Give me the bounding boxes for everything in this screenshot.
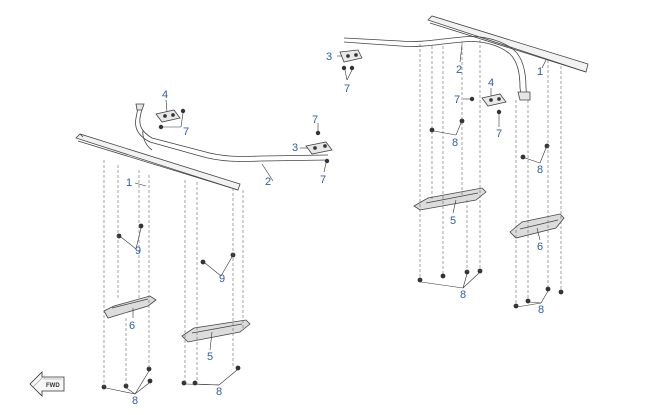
callout-6-left: 6 (129, 320, 135, 332)
forward-direction-arrow: FWD (29, 371, 65, 397)
callout-7-left-b: 7 (312, 114, 318, 126)
callout-8-left-b: 8 (216, 386, 222, 398)
bolt-part-9-left (116, 223, 236, 265)
callout-4-left: 4 (162, 89, 168, 101)
callout-8-right-c: 8 (460, 289, 466, 301)
callout-2-right: 2 (456, 64, 462, 76)
skid-plate-part-5-right (413, 187, 487, 211)
callout-9-left-b: 9 (219, 273, 225, 285)
bolt-part-7-right (341, 65, 502, 115)
skid-plate-part-6-right (509, 213, 565, 239)
callout-leader-lines (105, 44, 549, 395)
callout-7-right-c: 7 (496, 128, 502, 140)
callout-8-right-d: 8 (538, 304, 544, 316)
callout-5-right: 5 (450, 215, 456, 227)
callout-7-right-b: 7 (454, 94, 460, 106)
assembly-guide-lines-left (103, 160, 244, 387)
callout-6-right: 6 (537, 241, 543, 253)
skid-plate-part-6-left (103, 295, 157, 319)
callout-5-left: 5 (207, 351, 213, 363)
callout-1-left: 1 (126, 177, 132, 189)
callout-labels: 1 2 3 4 7 7 7 9 9 6 5 8 8 3 7 2 1 4 7 7 … (126, 51, 544, 407)
side-rail-part-1-left (75, 133, 241, 191)
callout-2-left: 2 (265, 176, 271, 188)
skid-plate-part-5-left (181, 319, 251, 343)
bracket-part-4-right (481, 93, 507, 107)
callout-8-left-a: 8 (132, 395, 138, 407)
callout-1-right: 1 (537, 66, 543, 78)
callout-7-right-a: 7 (344, 83, 350, 95)
callout-4-right: 4 (488, 77, 494, 89)
side-rail-part-1-right (427, 15, 589, 73)
assembly-guide-lines-right (419, 40, 562, 306)
callout-3-right: 3 (326, 51, 332, 63)
tube-rail-part-2-left (135, 103, 329, 162)
callout-8-right-b: 8 (537, 164, 543, 176)
bolt-part-7-left (158, 108, 330, 164)
bracket-part-3-left (305, 141, 333, 155)
callout-9-left-a: 9 (135, 245, 141, 257)
bracket-part-4-left (155, 109, 181, 123)
tube-rail-part-2-right (343, 36, 531, 101)
callout-7-left-c: 7 (320, 174, 326, 186)
callout-7-left-a: 7 (183, 126, 189, 138)
forward-label: FWD (46, 383, 60, 389)
callout-8-right-a: 8 (452, 137, 458, 149)
bracket-part-3-right (339, 49, 363, 63)
callout-3-left: 3 (292, 142, 298, 154)
bolt-part-8-right-upper (429, 118, 550, 160)
